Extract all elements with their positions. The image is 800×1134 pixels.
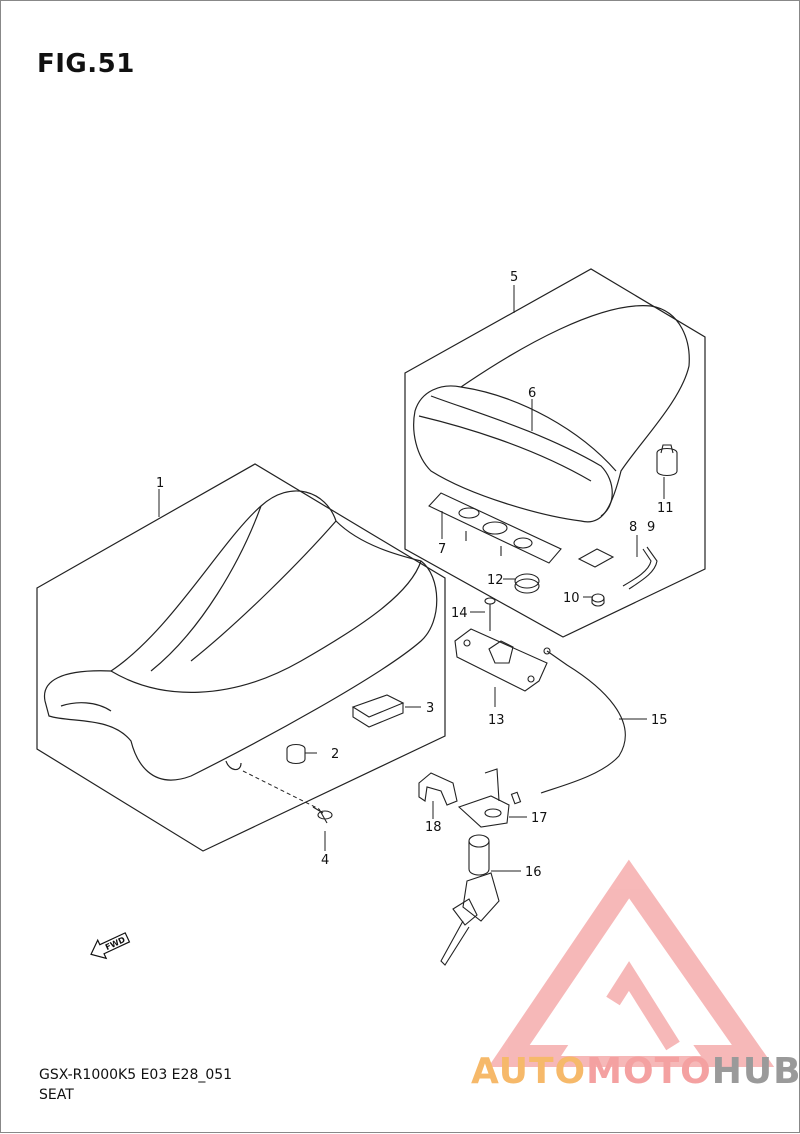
callout-13: 13	[488, 713, 505, 728]
cushion-part	[286, 743, 306, 765]
callout-2: 2	[331, 747, 339, 762]
grommet-part	[514, 573, 540, 594]
main-seat-group-outline	[36, 463, 446, 852]
callout-12: 12	[487, 573, 504, 588]
callout-5: 5	[510, 270, 518, 285]
rubber-damper-part	[656, 444, 678, 477]
watermark-logo	[488, 859, 775, 1067]
pillion-seat-group-outline	[404, 268, 706, 638]
callout-16: 16	[525, 865, 542, 880]
callout-1: 1	[156, 476, 164, 491]
seat-bracket-part	[428, 492, 562, 564]
watermark-part-3: HUB	[711, 1051, 800, 1092]
figure-title: FIG.51	[37, 49, 135, 79]
callout-17: 17	[531, 811, 548, 826]
callout-4: 4	[321, 853, 329, 868]
lock-bracket-part	[457, 768, 510, 828]
seat-hook-part	[577, 546, 658, 590]
model-code: GSX-R1000K5 E03 E28_051	[39, 1067, 233, 1083]
callout-7: 7	[438, 542, 446, 557]
seat-lock-cylinder-part	[440, 834, 500, 966]
callout-9: 9	[647, 520, 655, 535]
main-seat-part	[43, 490, 438, 781]
callout-10: 10	[563, 591, 580, 606]
rubber-block-part	[351, 694, 405, 728]
clip-part	[418, 772, 458, 806]
fwd-arrow-icon: FWD	[90, 932, 131, 960]
callout-14: 14	[451, 606, 468, 621]
callout-11: 11	[657, 501, 674, 516]
seat-cowl-part	[413, 305, 690, 523]
watermark-part-2: MOTO	[586, 1051, 712, 1092]
watermark-text: AUTOMOTOHUB	[471, 1051, 800, 1092]
watermark-part-1: AUTO	[471, 1051, 587, 1092]
section-name: SEAT	[39, 1087, 74, 1103]
fwd-label: FWD	[104, 935, 127, 952]
callout-numbers: 1 2 3 4 5 6 7 8 9 10 11 12 13 14 15 16 1…	[156, 270, 674, 880]
seat-lock-cable-part	[510, 647, 626, 805]
callout-15: 15	[651, 713, 668, 728]
screw-part	[484, 597, 496, 631]
lock-base-part	[454, 628, 548, 692]
callout-6: 6	[528, 386, 536, 401]
bolt-part	[312, 806, 333, 824]
nut-part	[591, 593, 605, 607]
callout-3: 3	[426, 701, 434, 716]
callout-18: 18	[425, 820, 442, 835]
leader-lines	[158, 285, 665, 872]
callout-8: 8	[629, 520, 637, 535]
